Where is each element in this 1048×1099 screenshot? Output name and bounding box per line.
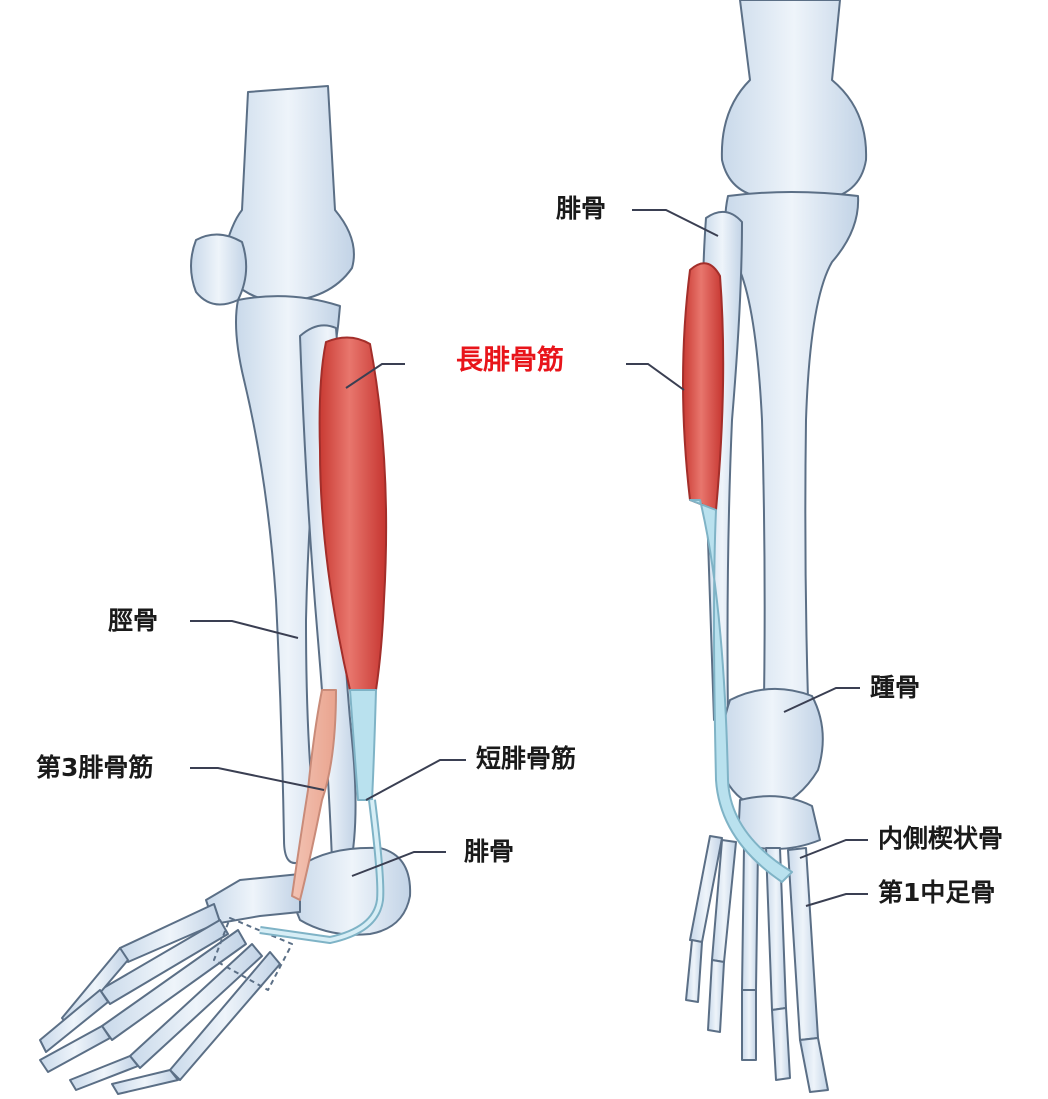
left-leg-lateral-view bbox=[40, 86, 410, 1094]
tibia-right bbox=[725, 192, 858, 700]
femur-right bbox=[722, 0, 866, 200]
calcaneus-right bbox=[722, 689, 823, 810]
label-calcaneus: 踵骨 bbox=[870, 673, 920, 703]
label-peroneus-tertius: 第3腓骨筋 bbox=[36, 753, 153, 783]
label-peroneus-longus: 長腓骨筋 bbox=[456, 346, 564, 376]
label-fibula-left: 腓骨 bbox=[464, 837, 514, 867]
peroneus-longus-right bbox=[683, 263, 723, 510]
label-tibia: 脛骨 bbox=[108, 606, 158, 636]
label-medial-cuneiform: 内側楔状骨 bbox=[878, 824, 1003, 854]
label-fibula-right: 腓骨 bbox=[556, 194, 606, 224]
patella bbox=[191, 234, 246, 304]
label-peroneus-brevis: 短腓骨筋 bbox=[476, 744, 576, 774]
right-leg-front-view bbox=[683, 0, 866, 1092]
label-first-metatarsal: 第1中足骨 bbox=[878, 878, 995, 908]
